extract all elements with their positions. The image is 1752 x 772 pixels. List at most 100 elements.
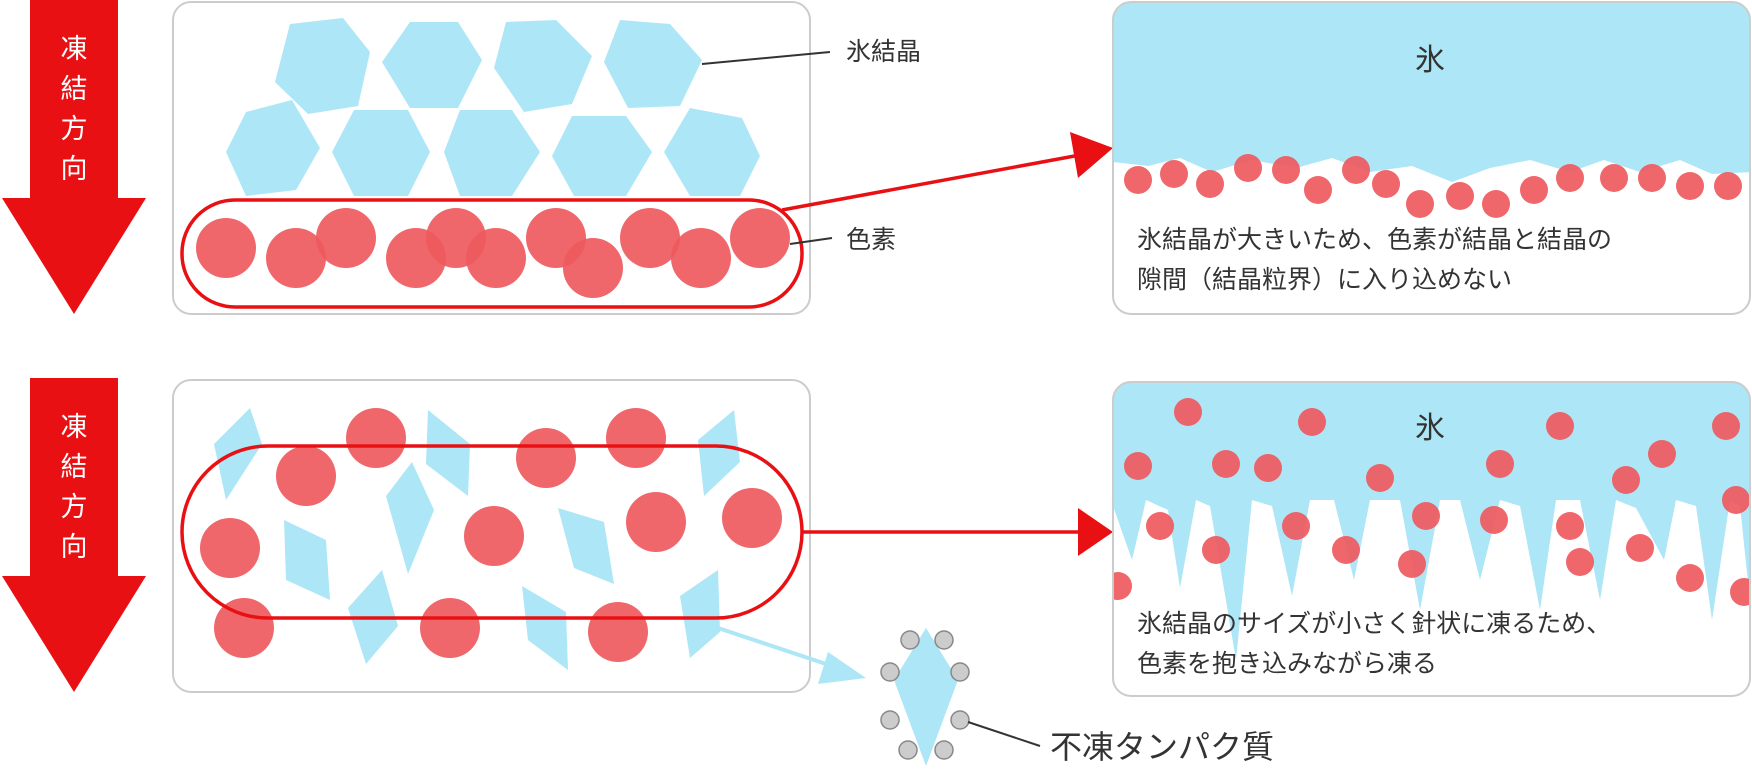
top-ice-label: 氷 [1415,43,1445,78]
top-direction-char-2: 結 [61,74,88,105]
pigment-particle [1556,164,1584,192]
ice-shard [386,462,434,574]
pigment-particle [276,446,336,506]
ice-shard [680,570,720,658]
antifreeze-protein-leader-line [967,721,1041,747]
ice-crystal [275,18,370,114]
pigment-particle [1124,452,1152,480]
ice-shard [698,410,740,496]
protein-dot [934,740,954,760]
top-direction-char-4: 向 [61,154,88,185]
pigment-particle [1234,154,1262,182]
protein-dot [880,710,900,730]
pigment-particle [1254,454,1282,482]
pigment-particle [346,408,406,468]
top-slow-freeze-panel [172,1,833,315]
protein-dot [950,662,970,682]
protein-dot [898,740,918,760]
pigment-particle [606,408,666,468]
bottom-result-panel: 氷 氷結晶のサイズが小さく針状に凍るため、 色素を抱き込みながら凍る [1112,381,1751,697]
pigment-particle [1366,464,1394,492]
top-direction-char-1: 凍 [61,34,88,65]
pigment-label: 色素 [846,225,896,254]
pigment-particle [516,428,576,488]
pigment-particle [1304,176,1332,204]
pigment-particle [1556,512,1584,540]
ice-crystal [604,20,702,108]
ice-shard [522,586,568,670]
pigment-particle [1712,412,1740,440]
pigment-particle [196,218,256,278]
top-caption-line-2: 隙間（結晶粒界）に入り込めない [1137,265,1512,294]
antifreeze-protein-callout-arrow [717,626,866,684]
pigment-particle [464,506,524,566]
pigment-particle [1332,536,1360,564]
bottom-freezing-direction-arrow: 凍 結 方 向 [2,378,146,692]
ice-crystal [444,110,540,196]
pigment-particle [1676,564,1704,592]
bottom-caption-line-2: 色素を抱き込みながら凍る [1137,649,1437,678]
pigment-particle [1482,190,1510,218]
pigment-particle [266,228,326,288]
pigment-particle [626,492,686,552]
ice-shard [284,520,330,600]
ice-shard [214,408,262,500]
pigment-particle [730,208,790,268]
top-freezing-direction-arrow: 凍 結 方 向 [2,0,146,314]
pigment-particle [1480,506,1508,534]
pigment-particle [1486,450,1514,478]
protein-dot [900,630,920,650]
pigment-particle [1272,156,1300,184]
pigment-particle [200,518,260,578]
top-result-panel: 氷 氷結晶が大きいため、色素が結晶と結晶の 隙間（結晶粒界）に入り込めない [1112,1,1751,315]
pigment-particle [1566,548,1594,576]
pigment-particle [1160,160,1188,188]
pigment-particle [1648,440,1676,468]
protein-dot [880,662,900,682]
ice-shard [426,410,470,496]
pigment-particle [1638,164,1666,192]
ice-layer [1113,2,1750,182]
pigment-particle [1412,502,1440,530]
pigment-particle [1626,534,1654,562]
bottom-direction-char-3: 方 [61,492,88,523]
ice-crystal [494,20,592,112]
pigment-particle [1146,512,1174,540]
ice-crystal [332,110,430,196]
pigment-particle [1342,156,1370,184]
pigment-particle [1714,172,1742,200]
top-caption-line-1: 氷結晶が大きいため、色素が結晶と結晶の [1137,225,1612,254]
pigment-particle [420,598,480,658]
pigment-particle [316,208,376,268]
ice-crystal-diamond [894,628,958,766]
pigment-particle [563,238,623,298]
pigment-particle [722,488,782,548]
ice-crystal [552,116,652,196]
bottom-direction-char-2: 結 [61,452,88,483]
pigment-particle [1372,170,1400,198]
pigment-particle [1202,536,1230,564]
pigment-particle [1196,170,1224,198]
pigment-particle [1174,398,1202,426]
bottom-direction-char-4: 向 [61,532,88,563]
top-result-arrow [781,132,1113,212]
pigment-particle [620,208,680,268]
pigment-particle [1113,572,1132,600]
bottom-result-arrow [802,508,1113,556]
protein-dot [950,710,970,730]
pigment-particle [1406,190,1434,218]
pigment-particle [214,598,274,658]
antifreeze-protein-label: 不凍タンパク質 [1050,728,1274,766]
top-direction-char-3: 方 [61,114,88,145]
pigment-particle [1446,182,1474,210]
pigment-particle [1124,166,1152,194]
ice-crystal [226,100,320,196]
pigment-particle [1212,450,1240,478]
pigment-particle [1546,412,1574,440]
bottom-direction-char-1: 凍 [61,412,88,443]
pigment-particle [1600,164,1628,192]
bottom-caption-line-1: 氷結晶のサイズが小さく針状に凍るため、 [1137,609,1611,638]
pigment-particle [588,602,648,662]
pigment-region-outline [180,198,804,309]
pigment-particle [466,228,526,288]
